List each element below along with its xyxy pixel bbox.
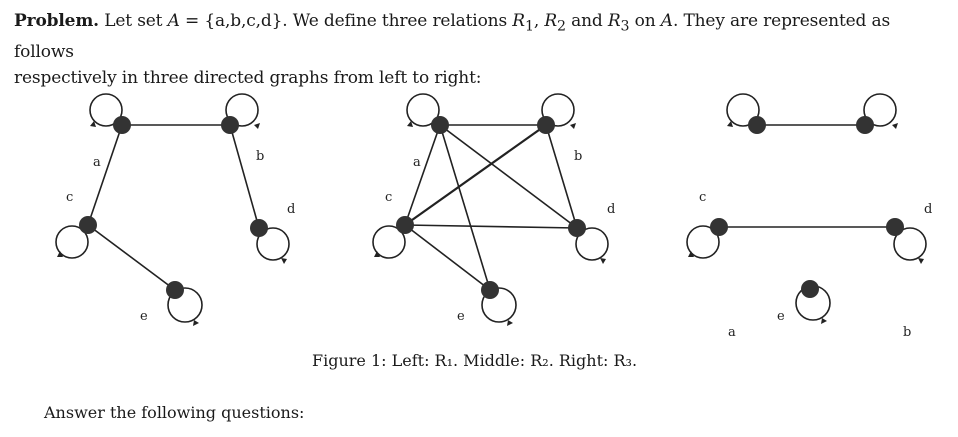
edge-c-d [404, 224, 578, 229]
loop-arrow-e [821, 318, 827, 324]
node-e [801, 280, 819, 298]
label-c: c [699, 190, 706, 205]
problem-text: Let set [98, 11, 168, 31]
node-b [537, 116, 555, 134]
node-c [710, 218, 728, 236]
relation-r1-sub: 1 [524, 18, 534, 35]
node-a [748, 116, 766, 134]
and-text: and [565, 11, 608, 31]
loop-arrow-b [892, 123, 898, 129]
loop-arrow-d [918, 258, 924, 264]
set-name: A [167, 11, 180, 31]
label-b: b [256, 149, 264, 164]
answer-prompt: Answer the following questions: [44, 403, 305, 422]
loop-c [686, 225, 720, 259]
edge-a-c [404, 124, 441, 226]
loop-arrow-b [254, 123, 260, 129]
node-e [166, 281, 184, 299]
label-e: e [777, 309, 785, 324]
loop-a [89, 93, 123, 127]
label-b: b [903, 325, 911, 340]
loop-arrow-e [193, 320, 199, 326]
relation-r2: R [544, 11, 557, 31]
edge-c-b [404, 124, 547, 226]
label-e: e [140, 309, 148, 324]
node-d [886, 218, 904, 236]
node-d [250, 219, 268, 237]
loop-arrow-e [507, 320, 513, 326]
node-b [221, 116, 239, 134]
problem-lead: Problem. [14, 11, 99, 31]
loop-arrow-a [90, 121, 96, 127]
label-e: e [457, 309, 465, 324]
label-c: c [385, 190, 392, 205]
relation-r2-sub: 2 [556, 18, 566, 35]
label-a: a [93, 155, 101, 170]
loop-arrow-c [374, 251, 380, 257]
node-a [113, 116, 131, 134]
edge-b-d [545, 124, 578, 229]
problem-text-end: . They are represented as follows [14, 11, 891, 63]
node-e [481, 281, 499, 299]
label-b: b [574, 149, 582, 164]
loop-e [481, 287, 517, 323]
label-a: a [728, 325, 736, 340]
edge-c-e [404, 224, 491, 291]
edge-a-d [439, 124, 578, 229]
loop-arrow-c [57, 251, 63, 257]
on-set-name: A [660, 11, 673, 31]
node-a [431, 116, 449, 134]
loop-c [55, 225, 89, 259]
loop-arrow-c [688, 251, 694, 257]
set-definition: = {a,b,c,d}. We define three relations [179, 11, 513, 31]
loop-b [225, 93, 259, 127]
loop-arrow-a [407, 121, 413, 127]
node-c [79, 216, 97, 234]
separator: , [533, 11, 545, 31]
node-b [856, 116, 874, 134]
loop-e [167, 287, 203, 323]
loop-arrow-a [727, 121, 733, 127]
loop-arrow-b [570, 123, 576, 129]
label-a: a [413, 155, 421, 170]
loop-arrow-d [281, 258, 287, 264]
loop-d [575, 227, 609, 261]
node-c [396, 216, 414, 234]
loop-d [256, 227, 290, 261]
node-d [568, 219, 586, 237]
label-d: d [607, 202, 615, 217]
label-d: d [924, 202, 932, 217]
edge-b-d [229, 124, 260, 229]
label-c: c [66, 190, 73, 205]
graph-r2: a b c d e [372, 93, 615, 326]
loop-a [726, 93, 760, 127]
loop-b [541, 93, 575, 127]
loop-b [863, 93, 897, 127]
loop-d [893, 227, 927, 261]
graph-r3: a b c d e [686, 93, 932, 340]
relation-r3: R [607, 11, 621, 31]
problem-line-2: respectively in three directed graphs fr… [14, 68, 482, 89]
figure-caption: Figure 1: Left: R₁. Middle: R₂. Right: R… [312, 351, 638, 370]
edge-c-e [87, 224, 176, 291]
on-text: on [629, 11, 661, 31]
label-d: d [287, 202, 295, 217]
relation-r3-sub: 3 [620, 18, 630, 35]
relation-r1: R [512, 11, 525, 31]
loop-arrow-d [600, 258, 606, 264]
loop-a [406, 93, 440, 127]
loop-c [372, 225, 406, 259]
graph-r1: a b c d e [55, 93, 295, 326]
edge-a-c [87, 124, 123, 226]
problem-statement: Problem. Let set A = {a,b,c,d}. We defin… [14, 8, 944, 91]
edge-a-e [439, 124, 491, 291]
